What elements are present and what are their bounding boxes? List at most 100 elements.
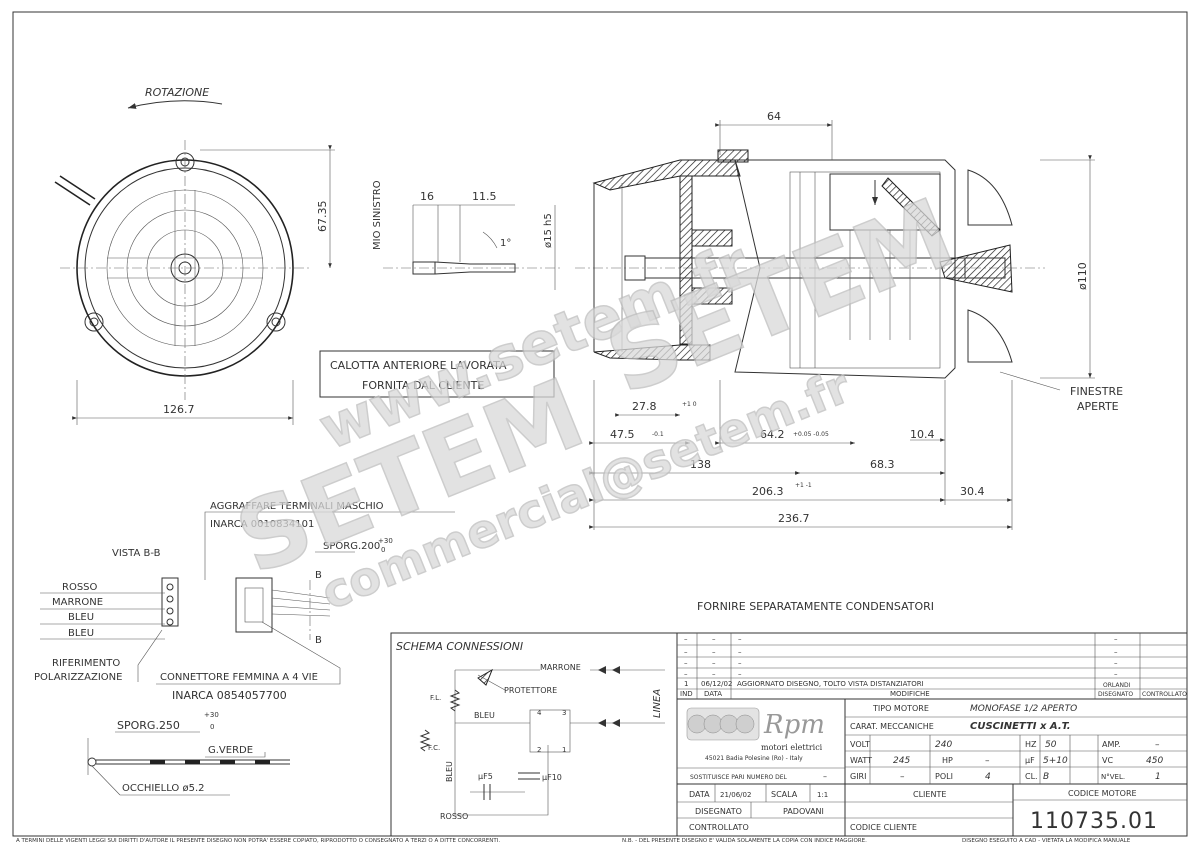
shaft-detail: MIO SINISTRO 16 11.5 1° ø15 h5 (372, 180, 560, 290)
dim-11-5: 11.5 (472, 190, 497, 203)
nvel-label: N°VEL. (1101, 773, 1125, 781)
nvel-value: 1 (1155, 772, 1161, 782)
rev-dash: – (738, 670, 742, 678)
schema-title: SCHEMA CONNESSIONI (396, 640, 523, 653)
rev-date: 06/12/02 (701, 680, 732, 688)
dim-phi110: ø110 (1076, 262, 1089, 290)
uf-value: 5+10 (1043, 756, 1068, 766)
vc-label: VC (1102, 756, 1113, 765)
rpm-logo: Rpm motori elettrici 45021 Badia Polesin… (686, 707, 825, 762)
dim-47-5: 47.5 (610, 428, 635, 441)
schema-linea: LINEA (652, 689, 663, 718)
schema-t4: 4 (537, 709, 542, 717)
rev-dash: – (738, 659, 742, 667)
watt-label: WATT (850, 756, 872, 765)
dim-phi15: ø15 h5 (543, 213, 554, 248)
dim-10-4: 10.4 (910, 428, 935, 441)
rev-dash: – (1114, 659, 1118, 667)
sporg-250-tol-up: +30 (204, 711, 219, 719)
rev-dash: – (684, 648, 688, 656)
finestre-line2: APERTE (1077, 400, 1119, 413)
sostituisce-value: – (823, 772, 827, 781)
schema-t3: 3 (562, 709, 566, 717)
dim-206-3: 206.3 (752, 485, 784, 498)
footer-cad: DISEGNO ESEGUITO A CAD - VIETATA LA MODI… (962, 838, 1131, 844)
carat-value: CUSCINETTI x A.T. (970, 721, 1071, 732)
inarca-terminal-label: INARCA 0010834101 (210, 519, 314, 530)
connector-body (235, 577, 273, 633)
rev-desc: AGGIORNATO DISEGNO, TOLTO VISTA DISTANZI… (737, 680, 924, 688)
hdr-disegnato: DISEGNATO (1098, 691, 1133, 698)
mio-sinistro-label: MIO SINISTRO (372, 180, 383, 250)
volt-label: VOLT (850, 740, 870, 749)
sporg-200-tol-down: 0 (381, 546, 385, 554)
footer-note: N.B. - DEL PRESENTE DISEGNO E' VALIDA SO… (622, 838, 867, 844)
schema-bleu-v: BLEU (445, 761, 454, 782)
schema-fc: F.C. (428, 744, 440, 752)
data-value: 21/06/02 (720, 791, 751, 799)
watt-value: 245 (893, 756, 910, 766)
hp-label: HP (942, 756, 953, 765)
rev-dash: – (712, 648, 716, 656)
codice-cliente-label: CODICE CLIENTE (850, 823, 917, 832)
dim-27-8-tol: +1 0 (682, 401, 697, 408)
polarizzazione-label: POLARIZZAZIONE (34, 672, 122, 683)
wiring-detail: AGGRAFFARE TERMINALI MASCHIO INARCA 0010… (34, 501, 455, 796)
scala-value: 1:1 (817, 791, 828, 799)
rev-author: ORLANDI (1103, 682, 1131, 689)
rotation-arrow (127, 100, 223, 109)
controllato-label: CONTROLLATO (689, 823, 749, 832)
dim-236-7: 236.7 (778, 512, 810, 525)
hz-value: 50 (1045, 740, 1057, 750)
calotta-note-line2: FORNITA DAL CLIENTE (362, 379, 484, 392)
carat-label: CARAT. MECCANICHE (850, 722, 934, 731)
g-verde-label: G.VERDE (208, 745, 253, 756)
rotation-label: ROTAZIONE (145, 86, 209, 99)
rev-dash: – (1114, 670, 1118, 678)
hdr-ind: IND (680, 690, 693, 698)
dim-1-degree: 1° (500, 238, 511, 249)
vc-value: 450 (1146, 756, 1163, 766)
brand-sub: motori elettrici (761, 743, 823, 752)
schema-t1: 1 (562, 746, 566, 754)
watermark-brand-right: SETEM (592, 177, 969, 416)
wire-rosso: ROSSO (62, 582, 98, 593)
dim-206-3-tol: +1 -1 (795, 482, 812, 489)
hz-label: HZ (1025, 740, 1037, 749)
tipo-motore-value: MONOFASE 1/2 APERTO (970, 704, 1077, 714)
watermark: www.setem.fr SETEM SETEM commercial@sete… (221, 176, 969, 621)
rev-ind: 1 (684, 680, 688, 688)
uf-label: µF (1025, 756, 1035, 765)
schema-connessioni: SCHEMA CONNESSIONI MARRONE PROTETTORE F.… (390, 632, 678, 837)
dim-64-2: 64.2 (760, 428, 785, 441)
sporg-250-label: SPORG.250 (117, 719, 180, 732)
dim-138: 138 (690, 458, 711, 471)
dim-30-4: 30.4 (960, 485, 985, 498)
aggraffare-label: AGGRAFFARE TERMINALI MASCHIO (210, 501, 384, 512)
schema-uf5: µF5 (478, 772, 493, 781)
giri-label: GIRI (850, 772, 866, 781)
dim-27-8: 27.8 (632, 400, 657, 413)
brand-address: 45021 Badia Polesine (Ro) - Italy (705, 755, 803, 762)
amp-value: – (1155, 740, 1160, 750)
dim-68-3: 68.3 (870, 458, 895, 471)
rev-dash: – (684, 635, 688, 643)
calotta-note-line1: CALOTTA ANTERIORE LAVORATA (330, 359, 507, 372)
codice-motore-value: 110735.01 (1030, 809, 1158, 834)
wire-bleu-1: BLEU (68, 612, 94, 623)
rev-dash: – (1114, 635, 1118, 643)
rev-dash: – (1114, 648, 1118, 656)
section-mark-b-top: B (315, 570, 322, 581)
schema-t2: 2 (537, 746, 541, 754)
wire-marrone: MARRONE (52, 597, 103, 608)
rev-dash: – (684, 659, 688, 667)
schema-fl: F.L. (430, 694, 441, 702)
scala-label: SCALA (771, 790, 798, 799)
sporg-250-tol-down: 0 (210, 723, 214, 731)
tipo-motore-label: TIPO MOTORE (872, 704, 929, 713)
disegnato-label: DISEGNATO (695, 807, 742, 816)
rev-dash: – (712, 635, 716, 643)
amp-label: AMP. (1102, 740, 1121, 749)
